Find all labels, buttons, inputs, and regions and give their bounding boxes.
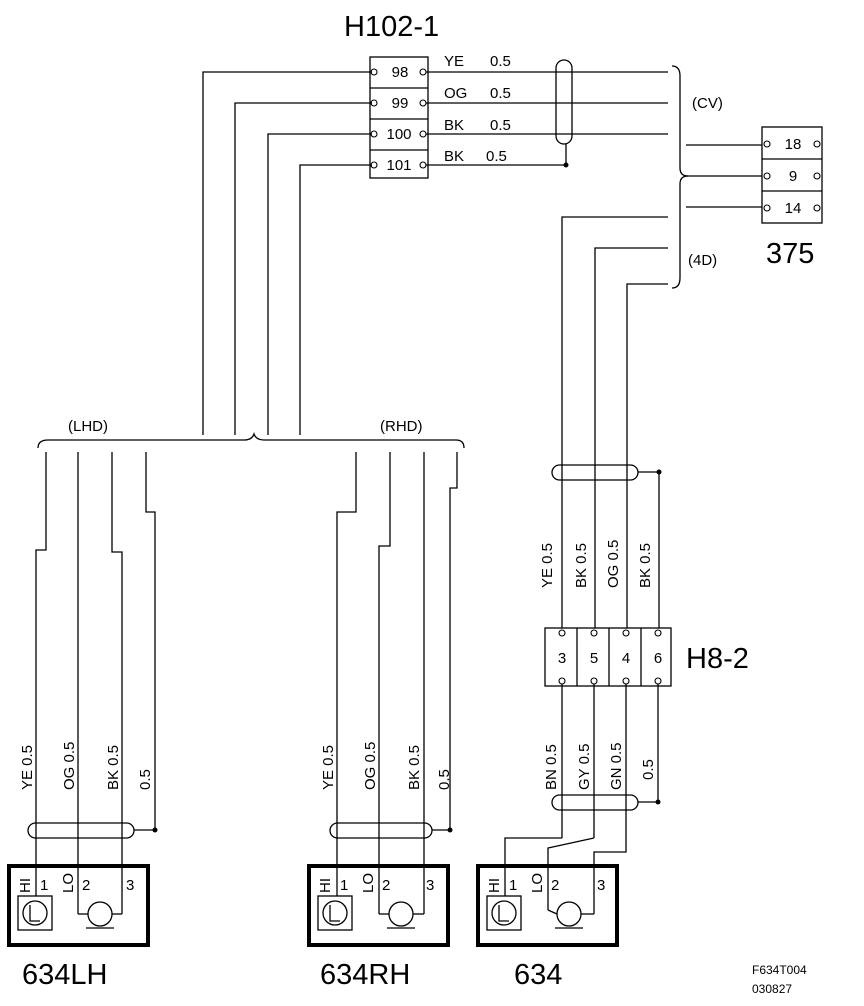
h102-left-wires	[202, 71, 372, 435]
h8-bottom-wire-3: BN 0.5	[543, 744, 560, 790]
h102-wire-3-color: BK	[444, 117, 464, 134]
sensor-634lh: HI 1 LO 2 3	[7, 864, 150, 947]
sensor-634lh-box	[7, 864, 150, 947]
h8-bottom-wire-4: GN 0.5	[608, 742, 625, 790]
lh-wire-3: BK 0.5	[105, 745, 122, 790]
h8-bottom-wires: BN 0.5 GY 0.5 GN 0.5 0.5	[504, 684, 661, 910]
sensor-lh-pin-3: 3	[126, 877, 134, 894]
rh-wire-2: OG 0.5	[362, 742, 379, 790]
rh-wire-3: BK 0.5	[406, 745, 423, 790]
c375-pin-14: 14	[785, 200, 802, 217]
sensor-c-pin-3: 3	[597, 877, 605, 894]
connector-h102-1-title: H102-1	[344, 11, 439, 43]
h8-bottom-wire-6: 0.5	[640, 759, 657, 780]
sensor-rh-pin-1: 1	[340, 877, 348, 894]
shield-h102	[555, 59, 573, 145]
connector-h8-2-body	[544, 627, 672, 687]
sensor-634-box	[476, 864, 619, 947]
sensor-rh-membrane-icon	[388, 901, 414, 927]
h102-right-wires: YE 0.5 OG 0.5 BK 0.5 BK 0.5	[426, 53, 668, 168]
sensor-lh-membrane-icon	[87, 901, 113, 927]
shield-h8-bottom	[551, 794, 639, 811]
h102-wire-4-size: 0.5	[486, 148, 507, 165]
h102-pin-101: 101	[386, 157, 411, 174]
sensor-c-pin-1: 1	[509, 877, 517, 894]
sensor-c-hi-label: HI	[486, 878, 503, 893]
rh-wire-4: 0.5	[436, 769, 453, 790]
sensor-634: HI 1 LO 2 3	[476, 864, 619, 947]
h8-pin-5: 5	[590, 650, 598, 667]
variant-4d-label: (4D)	[688, 252, 717, 269]
h102-pin-98: 98	[392, 64, 409, 81]
h8-top-wire-5: BK 0.5	[573, 543, 590, 588]
h102-wire-4-color: BK	[444, 148, 464, 165]
connector-375: 18 9 14 375	[761, 126, 823, 270]
fourd-wires: YE 0.5 BK 0.5 OG 0.5 BK 0.5	[539, 216, 668, 630]
h8-pin-3: 3	[558, 650, 566, 667]
sensor-634rh-box	[307, 864, 450, 947]
variant-lhd-label: (LHD)	[68, 418, 108, 435]
connector-h8-2: 3 5 4 6 H8-2	[544, 627, 749, 687]
sensor-rh-pin-2: 2	[382, 877, 390, 894]
sensor-lh-pin-2: 2	[82, 877, 90, 894]
connector-375-title: 375	[766, 238, 814, 270]
figure-code: F634T004	[752, 963, 807, 977]
shield-rh	[329, 822, 433, 839]
sensor-rh-lo-label: LO	[360, 873, 377, 893]
h8-bottom-wire-5: GY 0.5	[576, 744, 593, 790]
sensor-lh-transducer-icon	[17, 895, 53, 931]
sensor-lh-hi-label: HI	[17, 878, 34, 893]
sensor-rh-transducer-icon	[317, 895, 353, 931]
variant-bracket-cv-4d: (CV) (4D)	[671, 65, 764, 289]
h102-pin-99: 99	[392, 95, 409, 112]
lhd-wires: YE 0.5 OG 0.5 BK 0.5 0.5	[19, 452, 158, 872]
lh-wire-4: 0.5	[137, 769, 154, 790]
h102-wire-2-size: 0.5	[490, 85, 511, 102]
h102-wire-2-color: OG	[444, 85, 467, 102]
component-634-label: 634	[514, 959, 562, 991]
sensor-lh-lo-label: LO	[60, 873, 77, 893]
lh-wire-1: YE 0.5	[19, 745, 36, 790]
component-634rh-label: 634RH	[320, 959, 410, 991]
h8-pin-6: 6	[654, 650, 662, 667]
lh-wire-2: OG 0.5	[61, 742, 78, 790]
connector-375-body	[761, 126, 823, 224]
connector-h8-2-title: H8-2	[686, 643, 749, 675]
h102-pin-100: 100	[386, 126, 411, 143]
h102-wire-1-size: 0.5	[490, 53, 511, 70]
sensor-c-membrane-icon	[556, 901, 582, 927]
figure-date: 030827	[752, 982, 792, 996]
variant-bracket-lhd-rhd: (LHD) (RHD)	[37, 418, 465, 449]
h102-wire-1-color: YE	[444, 53, 464, 70]
h102-wire-3-size: 0.5	[490, 117, 511, 134]
rh-wire-1: YE 0.5	[320, 745, 337, 790]
sensor-c-transducer-icon	[486, 895, 522, 931]
variant-cv-label: (CV)	[692, 95, 723, 112]
connector-h102-1-body	[369, 56, 429, 179]
c375-pin-18: 18	[785, 136, 802, 153]
sensor-c-lo-label: LO	[529, 873, 546, 893]
shield-lh	[27, 822, 135, 839]
sensor-rh-pin-3: 3	[426, 877, 434, 894]
c375-pin-9: 9	[789, 168, 797, 185]
h8-top-wire-6: BK 0.5	[637, 543, 654, 588]
connector-h102-1: H102-1 98 99 100 101	[344, 11, 439, 179]
component-634lh-label: 634LH	[22, 959, 107, 991]
h8-top-wire-3: YE 0.5	[539, 543, 556, 588]
sensor-c-pin-2: 2	[551, 877, 559, 894]
sensor-634rh: HI 1 LO 2 3	[307, 864, 450, 947]
h8-pin-4: 4	[622, 650, 630, 667]
h8-top-wire-4: OG 0.5	[605, 540, 622, 588]
sensor-rh-hi-label: HI	[317, 878, 334, 893]
sensor-lh-pin-1: 1	[40, 877, 48, 894]
variant-rhd-label: (RHD)	[380, 418, 423, 435]
rhd-wires: YE 0.5 OG 0.5 BK 0.5 0.5	[320, 452, 458, 872]
